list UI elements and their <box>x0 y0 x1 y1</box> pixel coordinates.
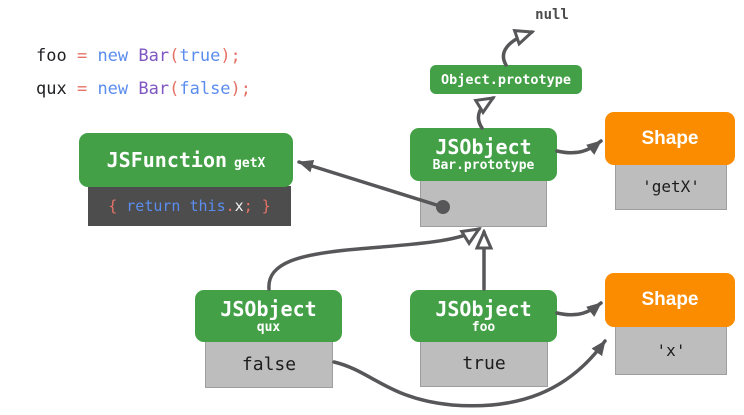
node-shape-x-header: Shape <box>605 273 735 327</box>
code-token: ); <box>220 46 241 66</box>
code-token: qux <box>36 79 67 99</box>
code-token: false <box>179 79 231 99</box>
code-token: = <box>66 46 98 66</box>
foo-slot: true <box>420 340 548 387</box>
qux-subtitle: qux <box>256 319 281 335</box>
node-foo-header: JSObject foo <box>410 290 557 342</box>
shape-x-slot: 'x' <box>615 325 727 375</box>
object-prototype-label: Object.prototype <box>440 71 572 88</box>
arrow-barprototype-to-objectprototype <box>478 98 493 130</box>
foo-title: JSObject <box>435 296 532 321</box>
bar-prototype-slot <box>420 178 547 227</box>
qux-title: JSObject <box>220 296 317 321</box>
shape-x-title: Shape <box>641 289 699 310</box>
code-token: new <box>97 79 129 99</box>
jsfunction-name-badge: getX <box>234 156 266 171</box>
code-token: foo <box>36 46 67 66</box>
arrow-foo-to-shape-x <box>555 301 603 317</box>
code-token: Bar <box>128 46 170 66</box>
code-line-qux: qux = new Bar(false); <box>36 73 251 106</box>
code-token: . <box>225 197 235 215</box>
code-token: return this <box>126 197 226 215</box>
shape-getx-slot: 'getX' <box>615 163 727 210</box>
code-token: true <box>179 46 221 66</box>
code-token: = <box>66 79 98 99</box>
code-token: ( <box>169 46 180 66</box>
code-token: ); <box>230 79 252 99</box>
shape-getx-title: Shape <box>641 127 699 149</box>
code-line-foo: foo = new Bar(true); <box>36 40 251 73</box>
arrow-objectprototype-to-null <box>501 32 532 67</box>
bar-prototype-subtitle: Bar.prototype <box>432 158 535 173</box>
node-shape-getx-header: Shape <box>605 112 735 165</box>
code-token: new <box>97 46 129 66</box>
code-token: x <box>234 197 244 215</box>
node-object-prototype: Object.prototype <box>430 65 582 94</box>
code-token: Bar <box>128 79 170 99</box>
code-snippet: foo = new Bar(true); qux = new Bar(false… <box>36 40 251 106</box>
node-bar-prototype-header: JSObject Bar.prototype <box>410 128 557 181</box>
arrow-barprototype-to-shape-getx <box>555 139 603 155</box>
code-token: { <box>108 197 127 215</box>
arrow-qux-to-barprototype <box>267 229 479 291</box>
qux-slot: false <box>205 340 333 388</box>
bar-prototype-title: JSObject <box>435 135 532 159</box>
jsfunction-title: JSFunction <box>106 148 228 172</box>
null-label: null <box>535 7 569 23</box>
foo-subtitle: foo <box>471 319 496 335</box>
node-jsfunction-header: JSFunction getX <box>79 133 293 187</box>
jsfunction-code-box: { return this.x; } <box>88 186 291 226</box>
node-qux-header: JSObject qux <box>195 290 342 342</box>
code-token: ( <box>169 79 180 99</box>
code-token: ; } <box>243 197 271 215</box>
